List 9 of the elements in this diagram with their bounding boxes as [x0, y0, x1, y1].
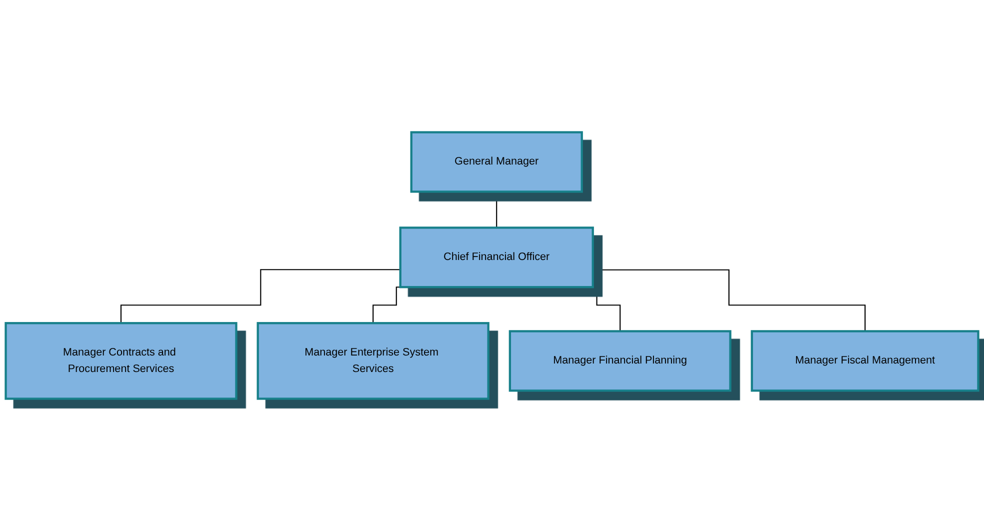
connector: [592, 269, 866, 332]
node-box: Manager Fiscal Management: [750, 330, 980, 392]
node-box: Manager Enterprise System Services: [256, 322, 490, 400]
node-box: General Manager: [410, 131, 583, 193]
node-box: Manager Contracts and Procurement Services: [4, 322, 238, 400]
node-box: Manager Financial Planning: [508, 330, 732, 392]
node-box: Chief Financial Officer: [399, 226, 594, 288]
connector: [120, 269, 400, 324]
connector: [496, 191, 498, 228]
